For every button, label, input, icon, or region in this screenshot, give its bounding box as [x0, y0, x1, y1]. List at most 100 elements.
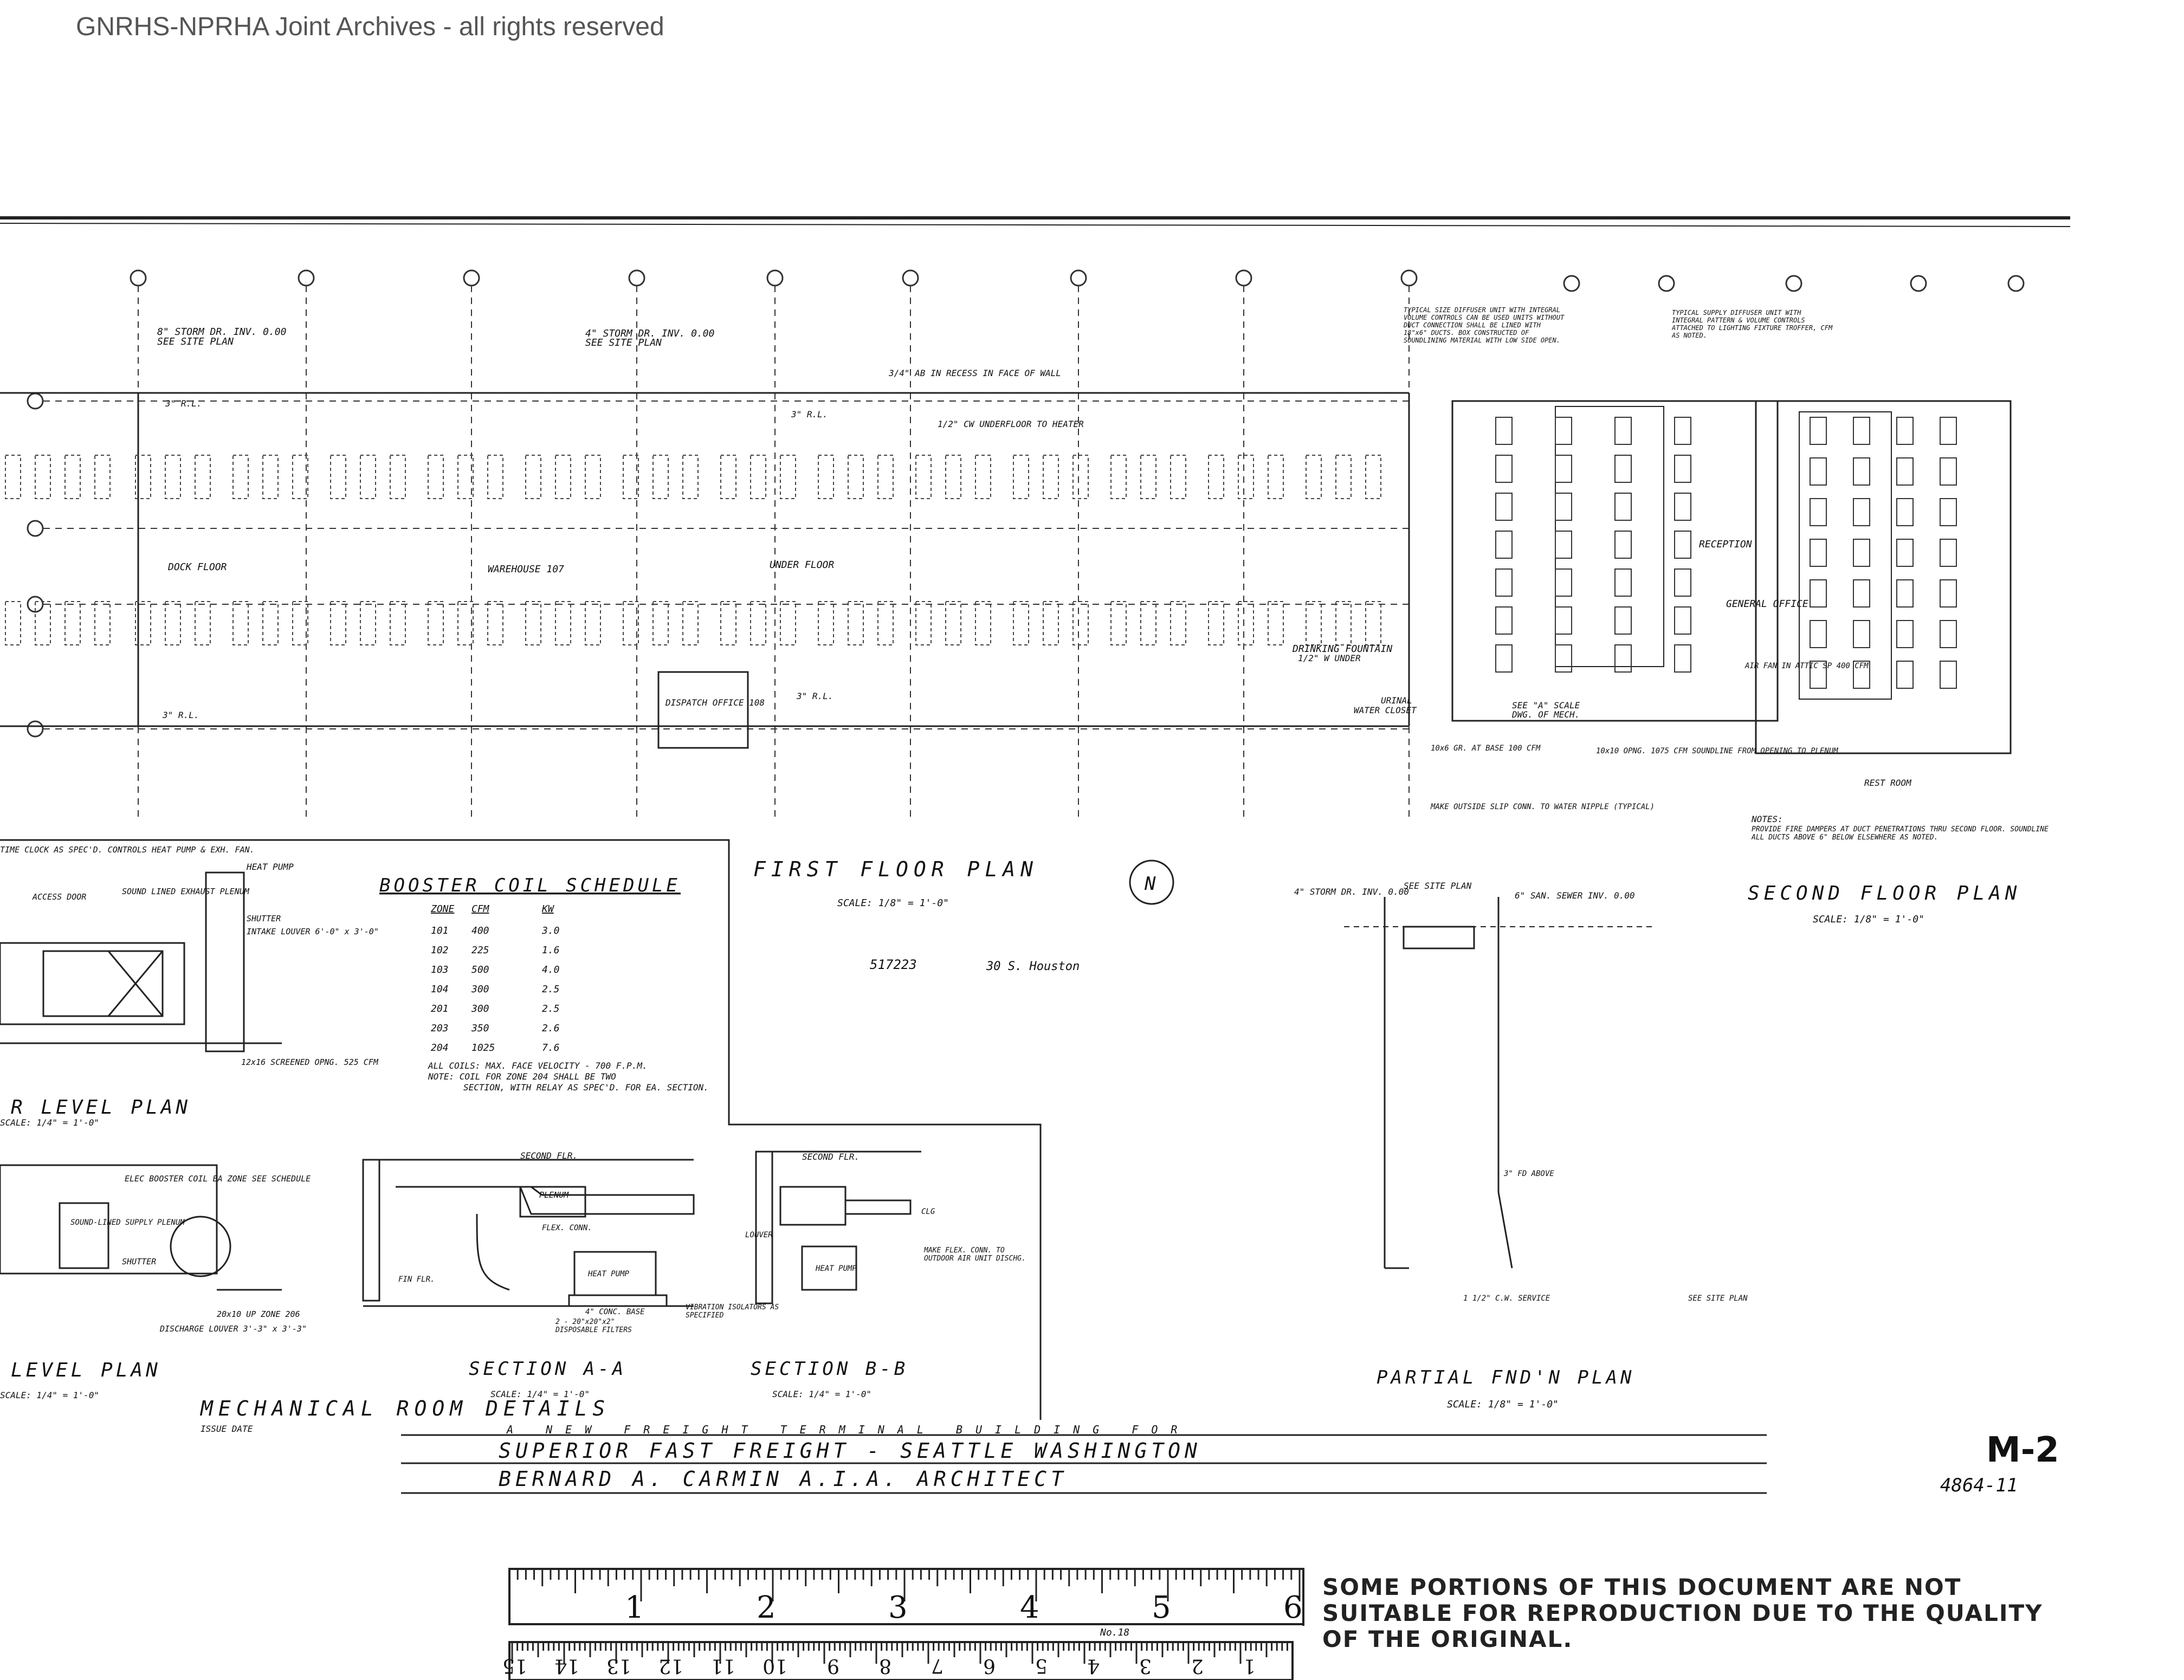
- drawing-border: [0, 216, 2071, 227]
- warehouse-label: WAREHOUSE 107: [488, 564, 564, 575]
- ruler-cm-label: 14: [554, 1655, 579, 1677]
- ruler-cm-label: 10: [763, 1655, 787, 1677]
- underfloor-label: 1/2" CW UNDERFLOOR TO HEATER: [938, 419, 1084, 429]
- rl-label-4: 3" R.L.: [796, 691, 833, 701]
- diffuser-note: TYPICAL SIZE DIFFUSER UNIT WITH INTEGRAL…: [1404, 306, 1564, 344]
- ruler-cm-label: 11: [710, 1655, 735, 1677]
- time-clock-note: TIME CLOCK AS SPEC'D. CONTROLS HEAT PUMP…: [0, 845, 255, 855]
- mech-room-details-title: MECHANICAL ROOM DETAILS: [199, 1397, 610, 1420]
- rl-label-1: 3" R.L.: [165, 398, 202, 409]
- upper-level-plan-scale: SCALE: 1/4" = 1'-0": [0, 1117, 99, 1128]
- dock-floor-label: DOCK FLOOR: [167, 561, 227, 573]
- ruler-cm-label: 7: [931, 1655, 944, 1677]
- section-bb-scale: SCALE: 1/4" = 1'-0": [772, 1389, 871, 1399]
- section-bb-louver: LOUVER: [745, 1231, 773, 1239]
- section-bb-heat-pump: HEAT PUMP: [815, 1264, 857, 1273]
- booster-cell: 1025: [471, 1042, 495, 1054]
- dwg-mech-label: DWG. OF MECH.: [1511, 709, 1580, 720]
- sheet-number: M-2: [1986, 1430, 2059, 1470]
- booster-header: ZONE: [430, 903, 455, 915]
- booster-cell: 2.5: [542, 984, 560, 995]
- ruler-cm-label: 9: [827, 1655, 839, 1677]
- ruler-inch-label: 2: [757, 1590, 776, 1625]
- ruler-cm-label: 5: [1035, 1655, 1048, 1677]
- booster-cell: 225: [471, 945, 489, 956]
- booster-cell: 400: [471, 925, 489, 936]
- booster-note-3: SECTION, WITH RELAY AS SPEC'D. FOR EA. S…: [463, 1082, 709, 1093]
- ruler-cm-label: 2: [1191, 1655, 1204, 1677]
- booster-cell: 3.0: [541, 925, 560, 936]
- zone-206-label: 20x10 UP ZONE 206: [217, 1309, 300, 1319]
- warehouse-outline: [0, 392, 1410, 749]
- section-aa-second-flr: SECOND FLR.: [520, 1151, 578, 1161]
- fndn-see-site: SEE SITE PLAN: [1688, 1294, 1748, 1303]
- booster-cell: 350: [471, 1023, 489, 1034]
- ruler-cm-label: 8: [879, 1655, 891, 1677]
- ruler-inch-label: 1: [625, 1590, 644, 1625]
- see-site-plan-label-2: SEE SITE PLAN: [585, 337, 662, 348]
- lower-level-plan-title: LEVEL PLAN: [11, 1359, 161, 1381]
- booster-note-1: ALL COILS: MAX. FACE VELOCITY - 700 F.P.…: [428, 1061, 648, 1071]
- section-aa-fin-flr: FIN FLR.: [398, 1275, 435, 1284]
- ruler-inch-label: 4: [1020, 1590, 1039, 1625]
- booster-cell: 103: [431, 964, 449, 975]
- notes-label: NOTES:: [1751, 814, 1783, 824]
- job-number: 4864-11: [1940, 1475, 2018, 1496]
- booster-cell: 102: [431, 945, 449, 956]
- section-aa-filters: 2 - 20"x20"x2" DISPOSABLE FILTERS: [555, 1318, 632, 1334]
- booster-cell: 7.6: [542, 1042, 560, 1054]
- sound-lined-label: SOUND LINED EXHAUST PLENUM: [122, 887, 250, 896]
- supply-diffuser-note: TYPICAL SUPPLY DIFFUSER UNIT WITH INTEGR…: [1672, 309, 1832, 339]
- handwritten-note: 517223: [870, 957, 917, 972]
- section-bb-flex-note: MAKE FLEX. CONN. TO OUTDOOR AIR UNIT DIS…: [924, 1246, 1026, 1263]
- booster-note-2: NOTE: COIL FOR ZONE 204 SHALL BE TWO: [428, 1071, 616, 1082]
- partial-fndn-drawing: [1344, 897, 1653, 1269]
- booster-cell: 104: [431, 984, 449, 995]
- see-scale-label: SEE "A" SCALE: [1512, 700, 1580, 710]
- ruler-cm-label: 6: [983, 1655, 996, 1677]
- notes-text: PROVIDE FIRE DAMPERS AT DUCT PENETRATION…: [1752, 825, 2049, 842]
- fndn-storm-drain: 4" STORM DR. INV. 0.00: [1294, 887, 1409, 897]
- section-bb-second-flr: SECOND FLR.: [802, 1152, 860, 1162]
- ruler-ticks: [508, 1569, 1301, 1664]
- storm-drain-label-1: 8" STORM DR. INV. 0.00: [157, 326, 286, 338]
- booster-cell: 1.6: [542, 945, 560, 956]
- lower-level-plan-drawing: [0, 1164, 282, 1291]
- access-door-label: ACCESS DOOR: [32, 892, 86, 902]
- partial-fndn-title: PARTIAL FND'N PLAN: [1377, 1367, 1634, 1388]
- reception-label: RECEPTION: [1699, 539, 1752, 550]
- ruler-inch-label: 6: [1283, 1590, 1303, 1625]
- fndn-san-sewer: 6" SAN. SEWER INV. 0.00: [1515, 890, 1635, 901]
- title-line-2: SUPERIOR FAST FREIGHT - SEATTLE WASHINGT…: [499, 1439, 1201, 1463]
- partial-fndn-scale: SCALE: 1/8" = 1'-0": [1447, 1399, 1559, 1410]
- ruler-cm-label: 13: [606, 1655, 631, 1677]
- north-arrow-icon: N: [1129, 860, 1174, 905]
- second-floor-title: SECOND FLOOR PLAN: [1748, 882, 2021, 904]
- handwritten-note-2: 30 S. Houston: [986, 960, 1080, 973]
- ruler-cm-label: 4: [1087, 1655, 1100, 1677]
- ruler-cm-label: 3: [1139, 1655, 1152, 1677]
- section-aa-scale: SCALE: 1/4" = 1'-0": [490, 1389, 590, 1399]
- elec-booster-label: ELEC BOOSTER COIL EA ZONE SEE SCHEDULE: [125, 1174, 311, 1184]
- rest-room-label: REST ROOM: [1864, 778, 1912, 788]
- first-floor-scale: SCALE: 1/8" = 1'-0": [837, 897, 949, 909]
- title-line-1: A NEW FREIGHT TERMINAL BUILDING FOR: [506, 1423, 1190, 1436]
- first-floor-title: FIRST FLOOR PLAN: [753, 857, 1038, 881]
- section-aa-conc-base: 4" CONC. BASE: [585, 1308, 645, 1316]
- opening-label: 10x10 OPNG. 1075 CFM SOUNDLINE FROM OPEN…: [1596, 747, 1838, 755]
- svg-text:N: N: [1144, 873, 1156, 895]
- booster-cell: 101: [431, 925, 449, 936]
- booster-cell: 2.5: [542, 1003, 560, 1015]
- dispatch-office-label: DISPATCH OFFICE 108: [665, 697, 765, 708]
- archive-watermark: GNRHS-NPRHA Joint Archives - all rights …: [76, 12, 664, 41]
- ruler-brand: No.18: [1100, 1627, 1129, 1638]
- urinal-label: URINAL: [1381, 695, 1412, 706]
- booster-cell: 300: [471, 1003, 489, 1015]
- booster-cell: 201: [431, 1003, 449, 1015]
- ruler-cm-label: 12: [658, 1655, 683, 1677]
- section-bb-title: SECTION B-B: [751, 1358, 908, 1380]
- booster-cell: 500: [471, 964, 489, 975]
- ruler-inch-label: 5: [1152, 1590, 1171, 1625]
- fndn-see-site-plan: SEE SITE PLAN: [1404, 881, 1472, 891]
- title-block-lines: [401, 1434, 1767, 1494]
